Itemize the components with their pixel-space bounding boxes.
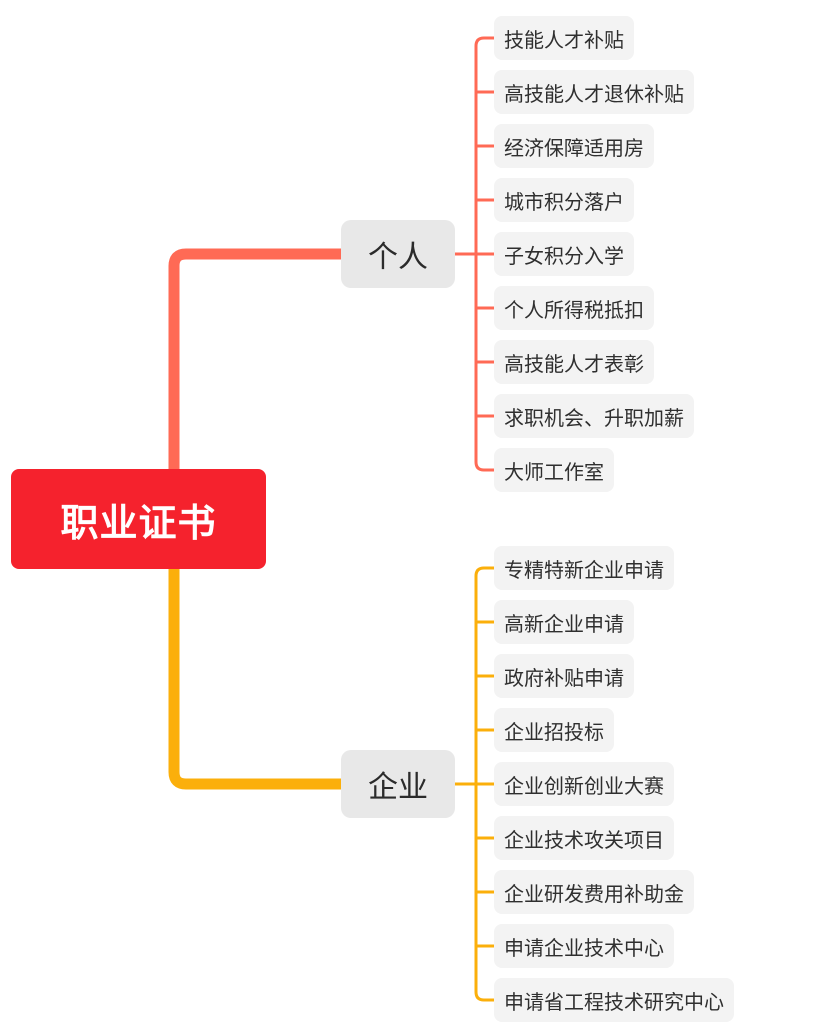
leaf-label: 求职机会、升职加薪 <box>504 405 684 430</box>
leaf-label: 经济保障适用房 <box>504 135 644 160</box>
leaf-label: 大师工作室 <box>504 459 604 484</box>
branch-node-enterprise[interactable]: 企业 <box>341 750 455 818</box>
leaf-enterprise-7[interactable]: 企业研发费用补助金 <box>494 870 694 914</box>
connector-root-personal <box>168 248 347 475</box>
leaf-personal-8[interactable]: 求职机会、升职加薪 <box>494 394 694 438</box>
leaf-personal-7[interactable]: 高技能人才表彰 <box>494 340 654 384</box>
connector-root-enterprise <box>168 563 347 790</box>
root-node[interactable]: 职业证书 <box>11 469 266 569</box>
branch-node-personal[interactable]: 个人 <box>341 220 455 288</box>
personal-bracket <box>455 36 496 472</box>
leaf-enterprise-4[interactable]: 企业招投标 <box>494 708 614 752</box>
leaf-label: 高技能人才退休补贴 <box>504 81 684 106</box>
leaf-label: 企业招投标 <box>504 719 604 744</box>
leaf-personal-2[interactable]: 高技能人才退休补贴 <box>494 70 694 114</box>
leaf-connector <box>474 36 496 48</box>
leaf-enterprise-8[interactable]: 申请企业技术中心 <box>494 924 674 968</box>
leaf-personal-5[interactable]: 子女积分入学 <box>494 232 634 276</box>
leaf-label: 企业研发费用补助金 <box>504 881 684 906</box>
leaf-personal-6[interactable]: 个人所得税抵扣 <box>494 286 654 330</box>
leaf-connector <box>474 460 496 472</box>
leaf-label: 高新企业申请 <box>504 611 624 636</box>
leaf-label: 城市积分落户 <box>504 189 624 214</box>
leaf-personal-3[interactable]: 经济保障适用房 <box>494 124 654 168</box>
leaf-label: 政府补贴申请 <box>504 665 624 690</box>
leaf-enterprise-9[interactable]: 申请省工程技术研究中心 <box>494 978 734 1022</box>
branch-label-personal: 个人 <box>368 240 428 275</box>
leaf-label: 企业技术攻关项目 <box>504 827 664 852</box>
leaf-label: 技能人才补贴 <box>504 27 624 52</box>
leaf-enterprise-2[interactable]: 高新企业申请 <box>494 600 634 644</box>
leaf-enterprise-1[interactable]: 专精特新企业申请 <box>494 546 674 590</box>
leaf-label: 企业创新创业大赛 <box>504 773 664 798</box>
leaf-label: 专精特新企业申请 <box>504 557 664 582</box>
leaf-enterprise-5[interactable]: 企业创新创业大赛 <box>494 762 674 806</box>
leaf-label: 高技能人才表彰 <box>504 351 644 376</box>
leaf-label: 个人所得税抵扣 <box>504 297 644 322</box>
leaf-personal-9[interactable]: 大师工作室 <box>494 448 614 492</box>
branch-label-enterprise: 企业 <box>368 770 428 805</box>
leaf-connector <box>474 990 496 1002</box>
root-label: 职业证书 <box>60 500 217 545</box>
enterprise-bracket <box>455 566 496 1002</box>
leaf-personal-1[interactable]: 技能人才补贴 <box>494 16 634 60</box>
leaf-enterprise-3[interactable]: 政府补贴申请 <box>494 654 634 698</box>
leaf-label: 子女积分入学 <box>504 243 624 268</box>
leaf-connector <box>474 566 496 578</box>
leaf-label: 申请省工程技术研究中心 <box>504 989 724 1014</box>
leaf-enterprise-6[interactable]: 企业技术攻关项目 <box>494 816 674 860</box>
leaf-personal-4[interactable]: 城市积分落户 <box>494 178 634 222</box>
leaf-label: 申请企业技术中心 <box>504 935 664 960</box>
